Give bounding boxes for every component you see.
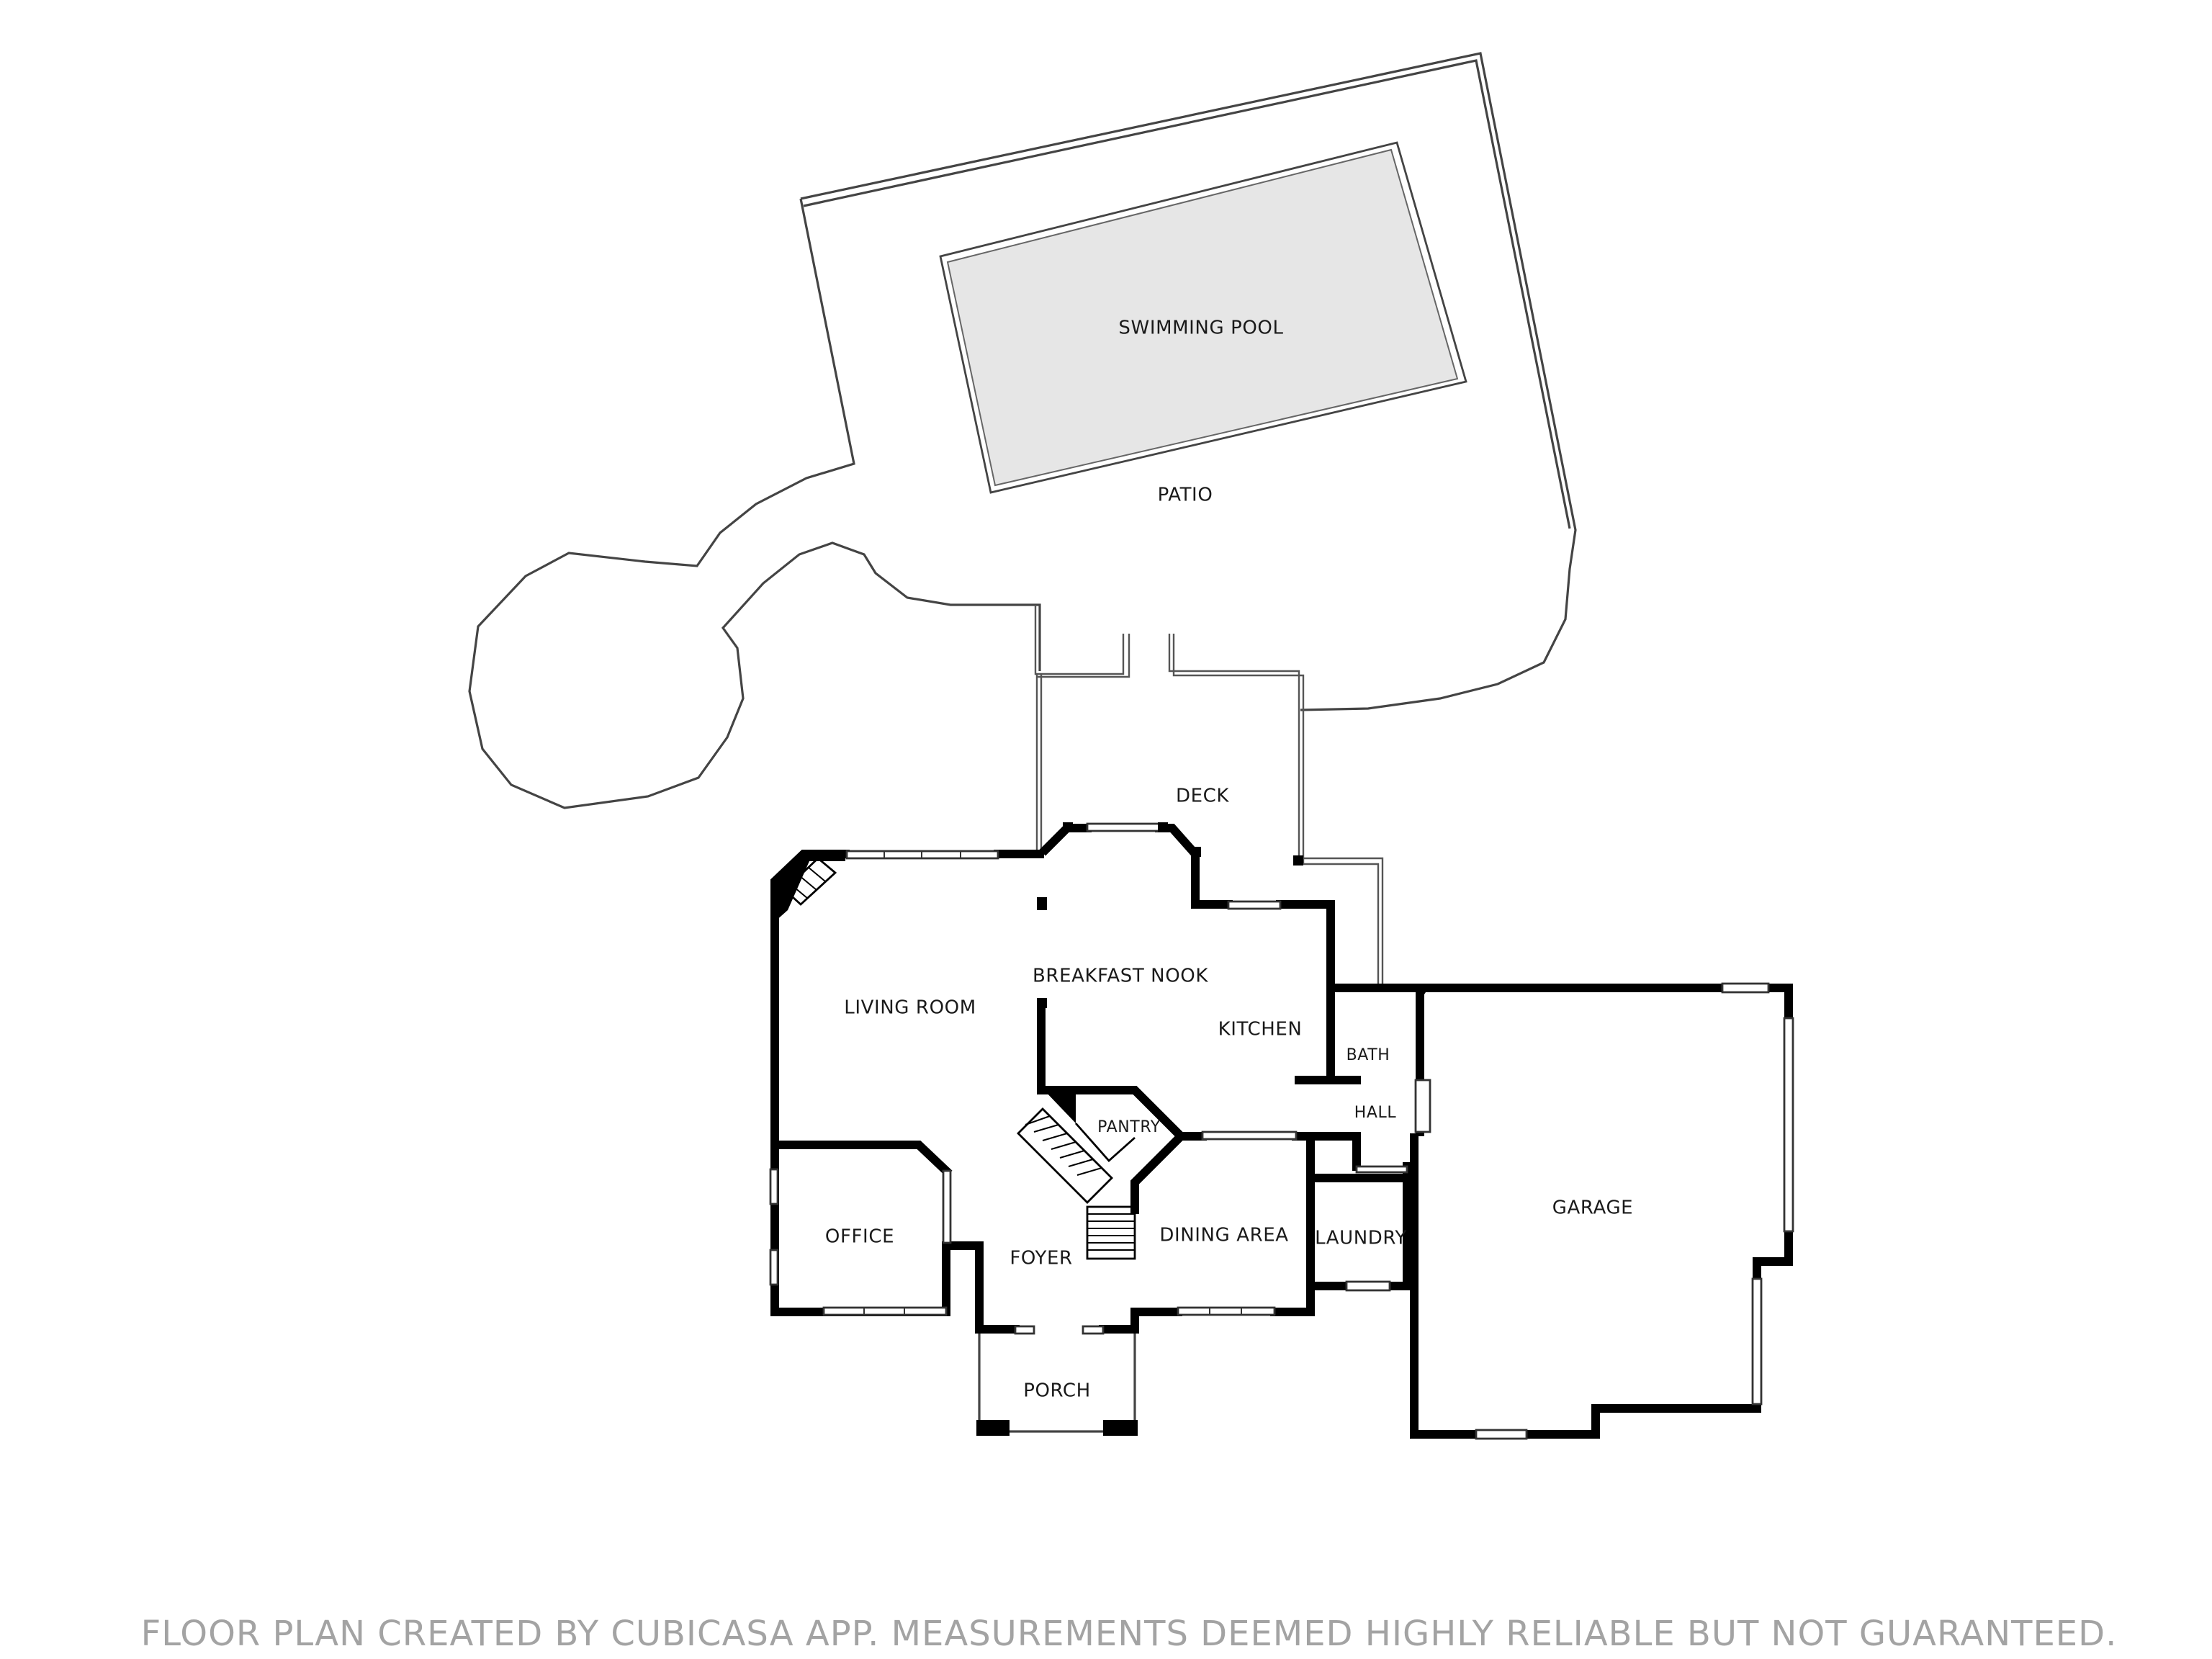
porch [976,1334,1138,1436]
label-living-room: LIVING ROOM [844,997,976,1019]
posts [1037,822,1431,1123]
deck [1034,605,1384,988]
label-kitchen: KITCHEN [1218,1019,1303,1040]
patio-area [468,52,1577,809]
windows [769,822,1794,1440]
label-pantry: PANTRY [1097,1118,1161,1136]
label-bath: BATH [1346,1046,1390,1064]
footer-disclaimer: FLOOR PLAN CREATED BY CUBICASA APP. MEAS… [141,1614,2118,1654]
label-dining-area: DINING AREA [1159,1225,1288,1246]
room-labels: SWIMMING POOL PATIO DECK BREAKFAST NOOK … [825,318,1633,1402]
swimming-pool [939,141,1467,494]
staircase [1017,1107,1136,1260]
label-patio: PATIO [1158,485,1213,506]
label-office: OFFICE [825,1226,894,1248]
label-deck: DECK [1176,786,1229,807]
label-porch: PORCH [1023,1380,1091,1402]
label-laundry: LAUNDRY [1315,1228,1407,1249]
fireplace [775,851,845,922]
label-foyer: FOYER [1010,1248,1072,1269]
label-swimming-pool: SWIMMING POOL [1118,318,1283,339]
label-hall: HALL [1354,1104,1397,1122]
label-breakfast-nook: BREAKFAST NOOK [1033,966,1208,987]
label-garage: GARAGE [1552,1197,1633,1219]
